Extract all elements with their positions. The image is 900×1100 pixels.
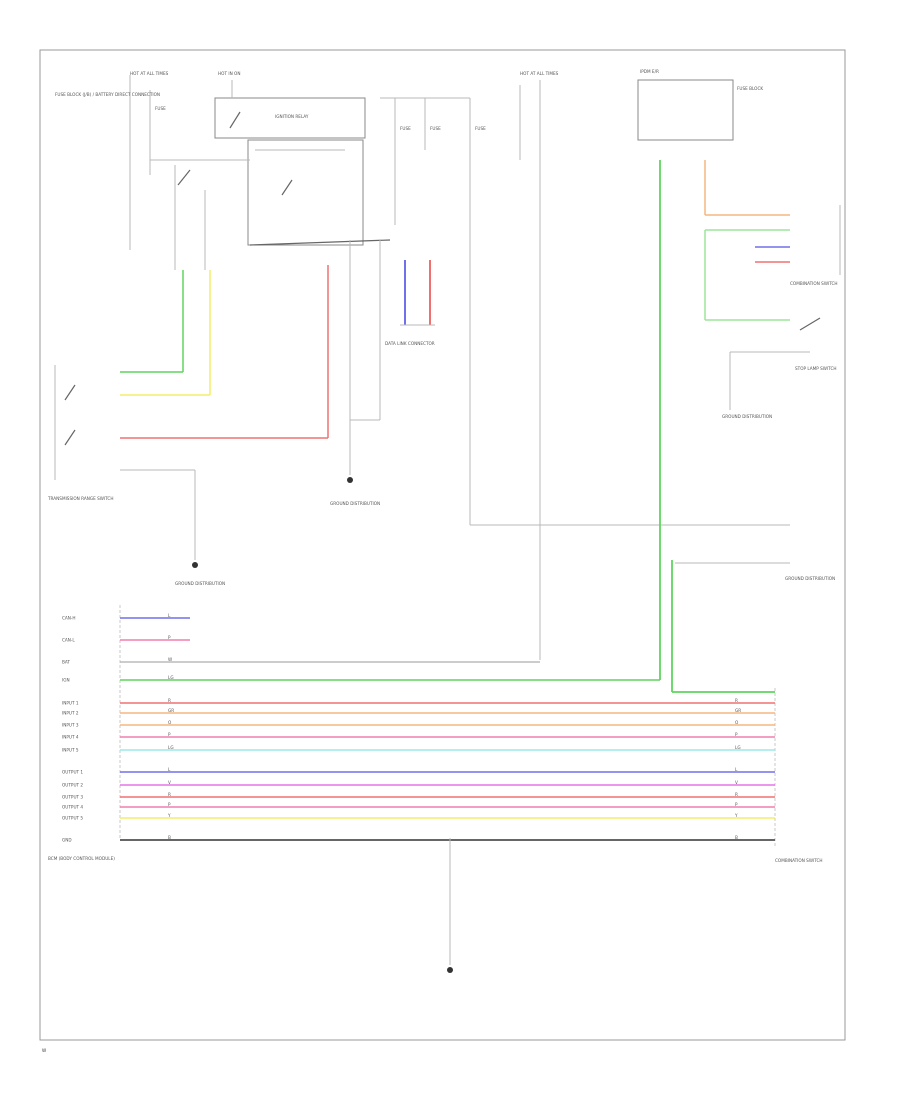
fuse-d-label: FUSE [475,126,486,131]
wire-color-code: Y [167,813,171,818]
fuse-block-left: HOT AT ALL TIMES FUSE BLOCK (J/B) / BATT… [55,71,169,250]
wire-color-code: O [168,720,172,725]
wire-color-code-right: Y [734,813,738,818]
pin-label: INPUT 5 [62,748,79,753]
diagram-frame [39,49,846,1041]
fuse-left-desc: FUSE BLOCK (J/B) / BATTERY DIRECT CONNEC… [55,92,160,97]
wire-color-code-right: O [735,720,739,725]
wire-color-code-right: R [735,698,738,703]
wire-color-code-right: LG [735,745,741,750]
data-link-label: DATA LINK CONNECTOR [385,341,435,346]
ignition-relay: IGNITION RELAY HOT IN ON [150,71,366,270]
combo-switch-bottom-label: COMBINATION SWITCH [775,858,823,863]
pin-label: INPUT 4 [62,735,79,740]
wire-color-code-right: P [735,732,738,737]
wire-color-code: LG [168,675,174,680]
wire-color-code-right: P [735,802,738,807]
ground-1-desc: GROUND DISTRIBUTION [175,581,225,586]
pin-label: OUTPUT 5 [62,816,83,821]
connector-rows: CAN-H L CAN-L P BAT W IGN LG INPUT 1 R R INPUT 2 GR G… [62,613,775,843]
combination-switch-bottom: COMBINATION SWITCH [774,688,823,863]
ground-3-desc: GROUND DISTRIBUTION [785,576,835,581]
ipdm-block: IPDM E/R FUSE BLOCK HOT AT ALL TIMES [519,69,763,660]
bottom-ground [447,838,453,973]
fuse-right-label: HOT AT ALL TIMES [520,71,559,76]
relay-box-label: IGNITION RELAY [275,114,309,119]
rear-wire: GROUND DISTRIBUTION [469,225,835,581]
center-ground: GROUND DISTRIBUTION [330,420,380,506]
wire-color-code: P [168,802,171,807]
fuse-block-right-label: FUSE BLOCK [737,86,763,91]
wire-color-code: GR [168,708,174,713]
wire-color-code: LG [168,745,174,750]
ipdm-label: IPDM E/R [640,69,659,74]
wire-color-code-right: B [735,835,738,840]
pin-label: CAN-H [62,616,76,621]
combination-switch-top: COMBINATION SWITCH STOP LAMP SWITCH GROU… [704,160,841,419]
combination-switch-label: COMBINATION SWITCH [790,281,838,286]
fuse-cluster-center: FUSE FUSE FUSE [249,97,486,421]
fuse-left-label: HOT AT ALL TIMES [130,71,169,76]
wire-color-code: R [168,792,171,797]
footer-code: W [42,1048,46,1053]
pin-label: INPUT 2 [62,711,79,716]
pin-label: OUTPUT 2 [62,783,83,788]
pin-label: INPUT 1 [62,701,79,706]
wire-color-code: B [168,835,171,840]
trans-range-label: TRANSMISSION RANGE SWITCH [47,496,114,501]
pin-label: GND [62,838,72,843]
wire-color-code: L [168,613,171,618]
ground-4-desc: GROUND DISTRIBUTION [722,414,772,419]
wire-color-code-right: V [735,780,738,785]
ground-2-desc: GROUND DISTRIBUTION [330,501,380,506]
wire-color-code-right: L [735,767,738,772]
pin-label: OUTPUT 4 [62,805,83,810]
pin-label: OUTPUT 1 [62,770,83,775]
wire-color-code: R [168,698,171,703]
pin-label: INPUT 3 [62,723,79,728]
fuse-a-label: FUSE [155,106,166,111]
fuse-b-label: FUSE [400,126,411,131]
data-link-connector: DATA LINK CONNECTOR [385,260,435,346]
wire-color-code-right: GR [735,708,741,713]
pin-label: BAT [62,660,70,665]
wire-color-code: W [168,657,172,662]
wire-color-code-right: R [735,792,738,797]
bcm-label: BCM (BODY CONTROL MODULE) [48,856,115,861]
wire-color-code: L [168,767,171,772]
fuse-mid-label: HOT IN ON [218,71,240,76]
wire-color-code: P [168,635,171,640]
stop-lamp-label: STOP LAMP SWITCH [795,366,837,371]
pin-label: CAN-L [62,638,75,643]
transmission-range-switch: TRANSMISSION RANGE SWITCH GROUND DISTRIB… [47,265,329,586]
wire-color-code: P [168,732,171,737]
pin-label: IGN [62,678,70,683]
pin-label: OUTPUT 3 [62,795,83,800]
bcm-block: BCM (BODY CONTROL MODULE) [48,605,121,861]
fuse-c-label: FUSE [430,126,441,131]
wire-color-code: V [168,780,171,785]
